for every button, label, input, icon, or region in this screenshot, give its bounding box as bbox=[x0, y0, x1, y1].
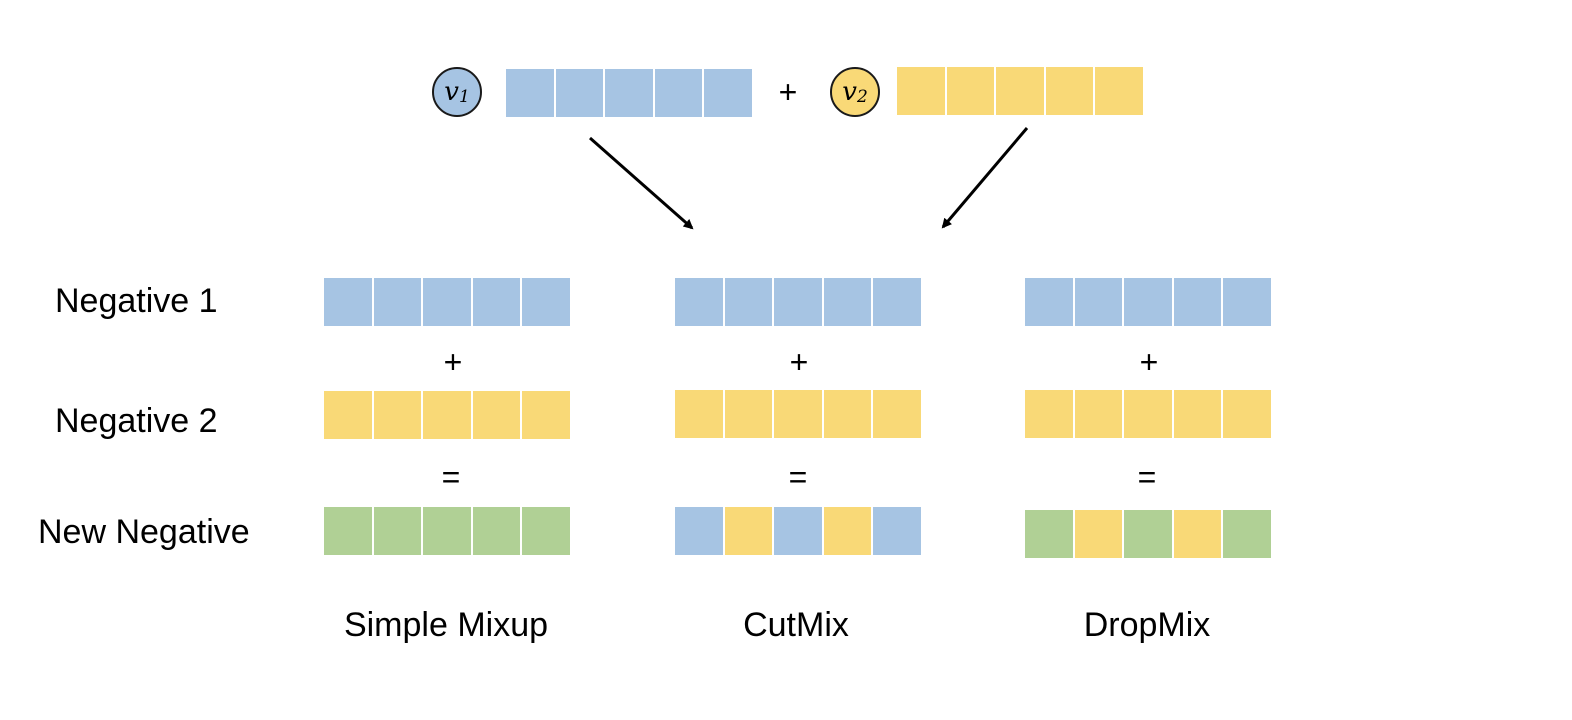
vector-cell-blue bbox=[724, 278, 773, 326]
vector-cell-green bbox=[472, 507, 521, 555]
arrow-from-v1 bbox=[589, 136, 694, 230]
vector-cell-green bbox=[1025, 510, 1073, 558]
vector-cell-yellow bbox=[724, 390, 773, 438]
vector-cell-yellow bbox=[774, 390, 822, 438]
vector-cell-green bbox=[522, 507, 570, 555]
vector-cell-blue bbox=[324, 278, 372, 326]
v2-symbol: v bbox=[842, 77, 857, 107]
vector-cell-blue bbox=[423, 278, 471, 326]
vector-cell-yellow bbox=[1173, 390, 1222, 438]
v1-vector bbox=[506, 69, 752, 117]
vector-cell-blue bbox=[1025, 278, 1073, 326]
vector-cell-blue bbox=[605, 69, 653, 117]
vector-cell-yellow bbox=[873, 390, 921, 438]
vector-cell-green bbox=[423, 507, 471, 555]
dropmix-result bbox=[1025, 510, 1271, 558]
vector-cell-yellow bbox=[724, 507, 773, 555]
vector-cell-green bbox=[324, 507, 372, 555]
vector-cell-green bbox=[1223, 510, 1271, 558]
row-label-new-negative: New Negative bbox=[38, 513, 250, 551]
v1-symbol: v bbox=[444, 77, 459, 107]
vector-cell-yellow bbox=[823, 507, 872, 555]
dropmix-negative-1 bbox=[1025, 278, 1271, 326]
vector-cell-yellow bbox=[373, 391, 422, 439]
vector-cell-yellow bbox=[1025, 390, 1073, 438]
top-plus: + bbox=[778, 74, 798, 110]
vector-cell-yellow bbox=[1074, 510, 1123, 558]
vector-cell-blue bbox=[675, 278, 723, 326]
cutmix-negative-2 bbox=[675, 390, 921, 438]
vector-cell-green bbox=[373, 507, 422, 555]
method-label-simple-mixup: Simple Mixup bbox=[343, 606, 549, 644]
vector-cell-blue bbox=[1173, 278, 1222, 326]
simple-mixup-negative-2 bbox=[324, 391, 570, 439]
vector-cell-yellow bbox=[996, 67, 1044, 115]
vector-cell-blue bbox=[675, 507, 723, 555]
vector-cell-green bbox=[1124, 510, 1172, 558]
vector-cell-yellow bbox=[1124, 390, 1172, 438]
row-label-negative-2: Negative 2 bbox=[55, 402, 218, 440]
simple-mixup-result bbox=[324, 507, 570, 555]
vector-cell-blue bbox=[823, 278, 872, 326]
dropmix-equals: = bbox=[1137, 459, 1157, 495]
vector-cell-yellow bbox=[324, 391, 372, 439]
vector-cell-blue bbox=[1124, 278, 1172, 326]
vector-cell-yellow bbox=[1074, 390, 1123, 438]
vector-cell-yellow bbox=[522, 391, 570, 439]
dropmix-plus: + bbox=[1139, 344, 1159, 380]
vector-cell-blue bbox=[522, 278, 570, 326]
vector-cell-blue bbox=[873, 278, 921, 326]
simple-mixup-equals: = bbox=[441, 459, 461, 495]
vector-cell-blue bbox=[472, 278, 521, 326]
vector-cell-yellow bbox=[472, 391, 521, 439]
dropmix-negative-2 bbox=[1025, 390, 1271, 438]
vector-cell-yellow bbox=[897, 67, 945, 115]
vector-cell-yellow bbox=[823, 390, 872, 438]
v1-subscript: 1 bbox=[458, 87, 470, 107]
cutmix-plus: + bbox=[789, 344, 809, 380]
cutmix-equals: = bbox=[788, 459, 808, 495]
vector-cell-blue bbox=[506, 69, 554, 117]
vector-cell-blue bbox=[774, 278, 822, 326]
cutmix-result bbox=[675, 507, 921, 555]
method-label-cutmix: CutMix bbox=[743, 606, 849, 644]
cutmix-negative-1 bbox=[675, 278, 921, 326]
simple-mixup-plus: + bbox=[443, 344, 463, 380]
arrow-from-v2 bbox=[941, 127, 1029, 229]
v2-subscript: 2 bbox=[856, 87, 868, 107]
vector-cell-yellow bbox=[1045, 67, 1094, 115]
vector-cell-blue bbox=[555, 69, 604, 117]
v2-vector bbox=[897, 67, 1143, 115]
method-label-dropmix: DropMix bbox=[1083, 606, 1211, 644]
vector-cell-blue bbox=[704, 69, 752, 117]
vector-cell-yellow bbox=[675, 390, 723, 438]
vector-cell-blue bbox=[1074, 278, 1123, 326]
vector-cell-yellow bbox=[1173, 510, 1222, 558]
simple-mixup-negative-1 bbox=[324, 278, 570, 326]
vector-cell-yellow bbox=[1095, 67, 1143, 115]
vector-cell-blue bbox=[373, 278, 422, 326]
vector-cell-yellow bbox=[946, 67, 995, 115]
vector-cell-yellow bbox=[423, 391, 471, 439]
row-label-negative-1: Negative 1 bbox=[55, 282, 218, 320]
vector-cell-blue bbox=[774, 507, 822, 555]
vector-cell-blue bbox=[873, 507, 921, 555]
vector-cell-yellow bbox=[1223, 390, 1271, 438]
vector-cell-blue bbox=[654, 69, 703, 117]
vector-cell-blue bbox=[1223, 278, 1271, 326]
